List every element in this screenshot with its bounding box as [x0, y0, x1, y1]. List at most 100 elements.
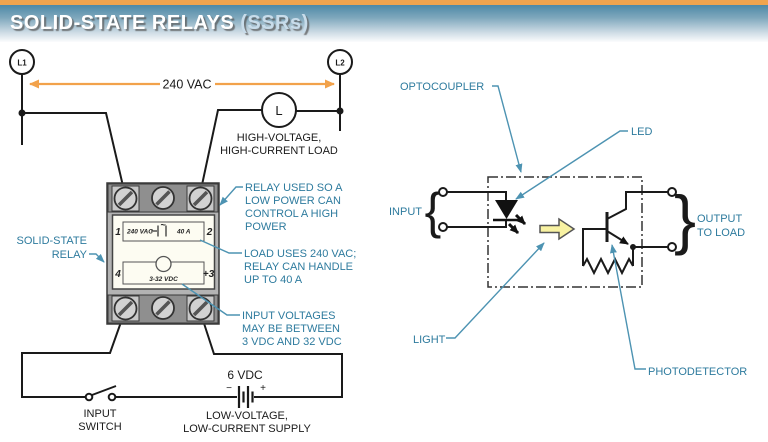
- load-to-relay-wire: [198, 109, 262, 200]
- left-callouts: SOLID-STATE RELAY RELAY USED SO A LOW PO…: [17, 182, 357, 348]
- supply-label-line1: LOW-VOLTAGE,: [206, 410, 288, 422]
- relay-pin1: 1: [115, 227, 121, 238]
- junction-dot-l1: [18, 109, 26, 117]
- input-terminal-bottom: [438, 222, 448, 232]
- relay-input-range: 3-32 VDC: [149, 276, 178, 283]
- relay-pin2: 2: [206, 227, 213, 238]
- optocoupler-schematic: INPUT { } OUTPUT: [389, 176, 745, 288]
- relay-screws: [113, 186, 213, 321]
- base-resistor-wire: [582, 228, 607, 266]
- solid-state-relay-body: 1 2 4 +3 240 VAC ~ 40 A 3-32 VDC: [106, 182, 220, 325]
- input-side-label: INPUT: [389, 206, 422, 218]
- led-symbol: [495, 200, 518, 219]
- terminal-l1-label: L1: [17, 59, 27, 68]
- power-callout-leader: [219, 186, 243, 206]
- title-bar-orange-stripe: [0, 0, 768, 5]
- load-label-line2: HIGH-CURRENT LOAD: [220, 145, 338, 157]
- battery-voltage-label: 6 VDC: [227, 368, 263, 382]
- optocoupler-leader: [492, 85, 523, 173]
- battery-symbol: [237, 386, 254, 408]
- relay-rating-voltage: 240 VAC: [126, 229, 153, 236]
- switch-pole-right: [107, 392, 117, 402]
- photodetector-label: PHOTODETECTOR: [648, 366, 747, 378]
- load-callout-line1: LOAD USES 240 VAC;: [244, 248, 356, 260]
- phototransistor-emitter: [606, 230, 629, 245]
- voltage-span-arrow: 240 VAC: [29, 78, 335, 92]
- light-emission-arrow-2: [507, 222, 520, 235]
- figure-title: SOLID-STATE RELAYS(SSRs): [10, 12, 309, 35]
- screw-slots: [117, 190, 209, 317]
- power-callout-line2: LOW POWER CAN: [245, 195, 341, 207]
- battery-to-relay-wire: [198, 307, 343, 398]
- power-callout-line3: CONTROL A HIGH: [245, 208, 338, 220]
- power-callout-line1: RELAY USED SO A: [245, 182, 343, 194]
- figure-title-paren: (SSRs): [240, 12, 309, 34]
- right-callouts: OPTOCOUPLER LED LIGHT PHOTODETECTOR: [400, 81, 747, 378]
- relay-pin3: +3: [203, 269, 215, 280]
- relay-contact-symbol: [151, 225, 167, 237]
- load-callout-line2: RELAY CAN HANDLE: [244, 261, 353, 273]
- input-callout-line2: MAY BE BETWEEN: [242, 323, 340, 335]
- switch-pole-left: [84, 392, 94, 402]
- terminal-l1-circle: [9, 49, 35, 75]
- figure-title-bar: SOLID-STATE RELAYS(SSRs): [0, 0, 768, 42]
- line-terminals: L1 L2: [9, 49, 353, 75]
- relay-rating-box: [122, 221, 205, 242]
- optocoupler-boundary-box: [487, 176, 643, 288]
- phototransistor-collector-wire: [606, 191, 668, 220]
- title-bar-gradient: SOLID-STATE RELAYS(SSRs): [0, 5, 768, 42]
- switch-blade: [91, 385, 117, 396]
- battery-supply: − + 6 VDC LOW-VOLTAGE, LOW-CURRENT SUPPL…: [183, 368, 311, 435]
- output-side-label-line1: OUTPUT: [697, 213, 743, 225]
- terminal-l2-circle: [327, 49, 353, 75]
- optocoupler-label: OPTOCOUPLER: [400, 81, 484, 93]
- output-terminal-top: [667, 187, 677, 197]
- relay-pin4: 4: [114, 269, 121, 280]
- light-emission-arrow-1: [514, 213, 527, 226]
- l1-to-relay-wire: [22, 112, 127, 200]
- relay-rating-current: 40 A: [176, 229, 191, 236]
- input-callout-line1: INPUT VOLTAGES: [242, 310, 336, 322]
- output-terminal-bottom: [667, 242, 677, 252]
- power-callout-line4: POWER: [245, 221, 287, 233]
- relay-rating-tilde: ~: [160, 220, 166, 230]
- input-callout-line3: 3 VDC AND 32 VDC: [242, 336, 342, 348]
- terminal-l2-label: L2: [335, 59, 345, 68]
- relay-to-switch-wire: [21, 307, 127, 398]
- relay-callout-line2: RELAY: [52, 249, 88, 261]
- input-terminal-top: [438, 187, 448, 197]
- load-callout-leader: [199, 239, 242, 254]
- led-anode-wire: [447, 191, 507, 200]
- relay-indicator-lamp: [155, 255, 172, 273]
- high-current-load: L HIGH-VOLTAGE, HIGH-CURRENT LOAD: [220, 92, 338, 157]
- junction-dot-l2: [336, 107, 344, 115]
- output-side-label-line2: TO LOAD: [697, 227, 745, 239]
- light-beam-arrow: [539, 217, 576, 241]
- relay-callout-leader: [89, 253, 105, 263]
- load-label-line1: HIGH-VOLTAGE,: [237, 132, 322, 144]
- led-leader: [515, 130, 628, 200]
- figure-title-main: SOLID-STATE RELAYS: [10, 12, 235, 34]
- light-leader: [446, 242, 545, 339]
- relay-faceplate: [111, 214, 216, 290]
- led-cathode-wire: [447, 220, 507, 228]
- battery-plus-sign: +: [260, 383, 266, 394]
- input-brace: {: [425, 183, 442, 239]
- input-switch: INPUT SWITCH: [78, 385, 122, 433]
- switch-label-line1: INPUT: [84, 408, 117, 420]
- voltage-span-label: 240 VAC: [162, 78, 211, 92]
- led-label: LED: [631, 126, 652, 138]
- switch-label-line2: SWITCH: [78, 421, 121, 433]
- light-label: LIGHT: [413, 334, 446, 346]
- input-callout-leader: [181, 283, 240, 316]
- load-circle: [261, 92, 297, 128]
- load-symbol: L: [275, 103, 282, 118]
- photodetector-leader: [610, 244, 646, 370]
- output-brace: }: [674, 182, 696, 256]
- relay-callout-line1: SOLID-STATE: [17, 235, 88, 247]
- load-callout-line3: UP TO 40 A: [244, 274, 303, 286]
- power-circuit-wiring: [18, 74, 344, 398]
- supply-label-line2: LOW-CURRENT SUPPLY: [183, 423, 311, 435]
